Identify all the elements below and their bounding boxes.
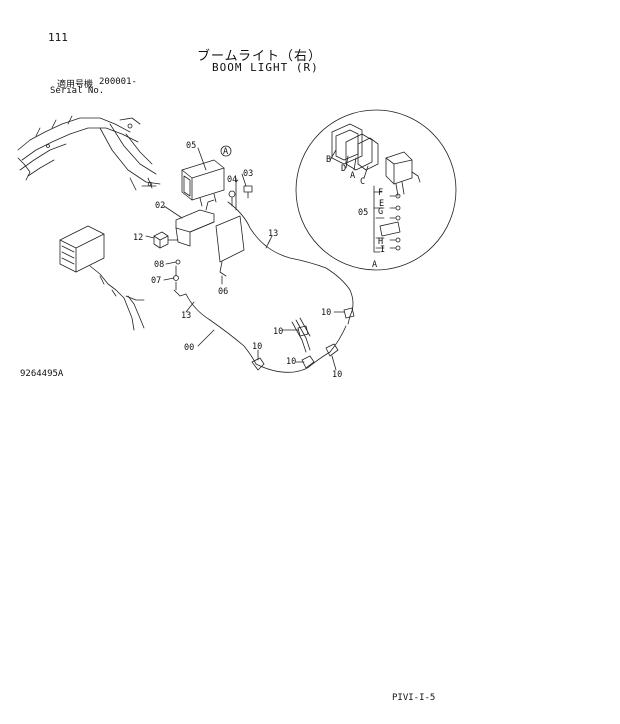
clips-10 [251, 307, 355, 371]
cab-lamp-sketch [59, 225, 145, 331]
callout-10-a: 10 [252, 342, 262, 352]
grommet-12 [153, 231, 179, 249]
detail-label-i: I [380, 245, 385, 255]
callout-03: 03 [243, 169, 253, 179]
callout-00: 00 [184, 343, 194, 353]
detail-label-d: D [341, 164, 346, 174]
detail-circle-name: A [372, 260, 377, 270]
page-number: 111 [48, 31, 68, 44]
harness-00 [127, 293, 347, 373]
small-parts-07-08 [173, 259, 187, 297]
detail-label-e: E [379, 199, 384, 209]
serial-value: 200001- [99, 77, 137, 87]
figure-id: 9264495A [20, 369, 64, 379]
detail-label-b: B [326, 155, 331, 165]
detail-label-h: H [378, 237, 383, 247]
applicability-label: 適用号機 [57, 80, 94, 90]
cable-13-top [227, 201, 354, 325]
cover-06 [215, 215, 245, 277]
detail-label-f: F [378, 188, 383, 198]
boom-light-lamp-05 [181, 159, 225, 207]
detail-label-05: 05 [358, 208, 368, 218]
callout-10-e: 10 [321, 308, 331, 318]
title-japanese: ブームライト（右） [197, 49, 322, 64]
callout-10-d: 10 [332, 370, 342, 380]
callout-13-left: 13 [181, 311, 191, 321]
detail-label-g: G [378, 207, 383, 217]
screw-washer-03-04 [228, 177, 253, 211]
callout-05: 05 [186, 141, 196, 151]
callout-12: 12 [133, 233, 143, 243]
detail-label-c: C [360, 177, 365, 187]
callout-08: 08 [154, 260, 164, 270]
boom-arm-sketch [17, 115, 161, 191]
title-english: BOOM LIGHT (R) [212, 61, 319, 74]
callout-04: 04 [227, 175, 237, 185]
callout-labels: 05 A 03 04 02 13 12 08 07 06 13 00 10 10… [133, 141, 385, 380]
detail-circle-a [295, 109, 457, 271]
callout-13-top: 13 [268, 229, 278, 239]
serial-label: Serial No. [50, 86, 105, 96]
bracket-02 [175, 199, 215, 247]
callout-10-c: 10 [286, 357, 296, 367]
callout-06: 06 [218, 287, 228, 297]
leader-lines [145, 147, 345, 371]
callout-10-b: 10 [273, 327, 283, 337]
callout-07: 07 [151, 276, 161, 286]
footer-code: PIVI-I-5 [392, 693, 436, 703]
callout-02: 02 [155, 201, 165, 211]
callout-a: A [223, 147, 228, 157]
detail-label-a: A [350, 171, 355, 181]
